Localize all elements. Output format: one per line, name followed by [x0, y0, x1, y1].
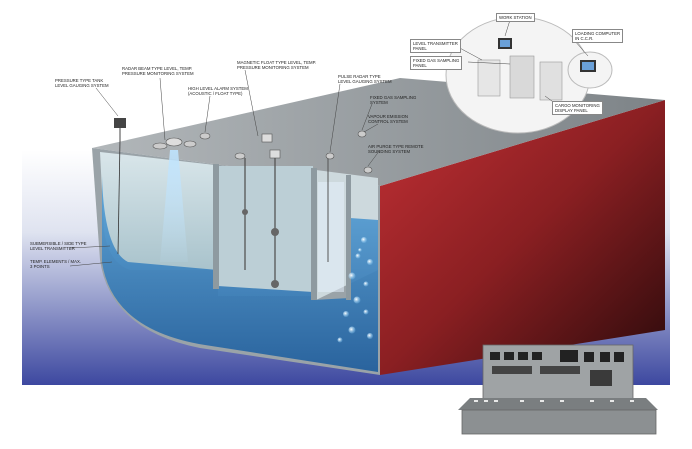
label-pressure-tank-gauging: PRESSURE TYPE TANK LEVEL GAUGING SYSTEM [55, 78, 109, 89]
console-buttons [474, 400, 634, 402]
tank-middle-interior [218, 166, 313, 296]
label-loading-computer: LOADING COMPUTER IN C.C.R. [572, 29, 624, 44]
label-radar-beam-system: RADAR BEAM TYPE LEVEL, TEMP. PRESSURE MO… [122, 66, 194, 77]
label-pulse-radar-system: PULSE RADAR TYPE LEVEL GAUGING SYSTEM [338, 74, 392, 85]
label-cargo-monitoring-panel: CARGO MONITORING DISPLAY PANEL [552, 101, 603, 116]
label-high-level-alarm: HIGH LEVEL ALARM SYSTEM (ACOUSTIC / FLOA… [188, 86, 248, 97]
console-gauges [490, 350, 624, 386]
label-vapour-emission: VAPOUR EMISSION CONTROL SYSTEM [368, 114, 409, 125]
label-magnetic-float-system: MAGNETIC FLOAT TYPE LEVEL, TEMP. PRESSUR… [237, 60, 317, 71]
radar-antenna-1 [152, 142, 168, 150]
label-fixed-gas-sampling-system: FIXED GAS SAMPLING SYSTEM [370, 95, 417, 106]
label-air-purge-system: AIR PURGE TYPE REMOTE SOUNDING SYSTEM [368, 144, 424, 155]
float-2 [271, 228, 279, 236]
bulkhead-3 [346, 175, 351, 300]
label-submersible-transmitter: SUBMERSIBLE / SIDE TYPE LEVEL TRANSMITTE… [30, 241, 87, 252]
float-head-2 [261, 133, 273, 143]
air-bubbles [337, 237, 373, 343]
ship-hull [380, 100, 665, 375]
label-temp-elements: TEMP. ELEMENTS / MAX. 3 POINTS [30, 259, 82, 270]
float-3 [271, 280, 279, 288]
workstation-screen [500, 40, 510, 47]
vapour-unit [357, 130, 367, 138]
label-fixed-gas-sampling-panel: FIXED GAS SAMPLING PANEL [410, 56, 463, 71]
console-base [461, 409, 657, 435]
tank-left-interior [100, 152, 215, 270]
radar-antenna-3 [183, 140, 197, 148]
bulkhead-1 [213, 164, 219, 289]
alarm-unit [199, 132, 211, 140]
leader-lines [69, 19, 589, 267]
light-column [318, 182, 344, 292]
cargo-display-cabinet [539, 61, 563, 101]
radar-antenna-2 [165, 137, 183, 147]
cargo-liquid [102, 176, 378, 372]
float-head-1 [234, 152, 246, 160]
bulkhead-2 [311, 168, 317, 300]
console-desk [458, 398, 658, 410]
gas-sampling-cabinet [509, 55, 535, 99]
float-head-3 [269, 149, 281, 159]
loading-computer-screen [582, 62, 594, 70]
pulse-radar-head [325, 152, 335, 160]
float-1 [242, 209, 248, 215]
level-transmitter-cabinet [477, 59, 501, 97]
radar-beam [160, 150, 188, 262]
pressure-gauge-panel [114, 118, 126, 128]
label-level-transmitter-panel: LEVEL TRANSMITTER PANEL [410, 39, 461, 54]
submersible-cable [117, 139, 121, 255]
label-work-station: WORK STATION [496, 13, 535, 23]
air-purge-unit [363, 166, 373, 174]
